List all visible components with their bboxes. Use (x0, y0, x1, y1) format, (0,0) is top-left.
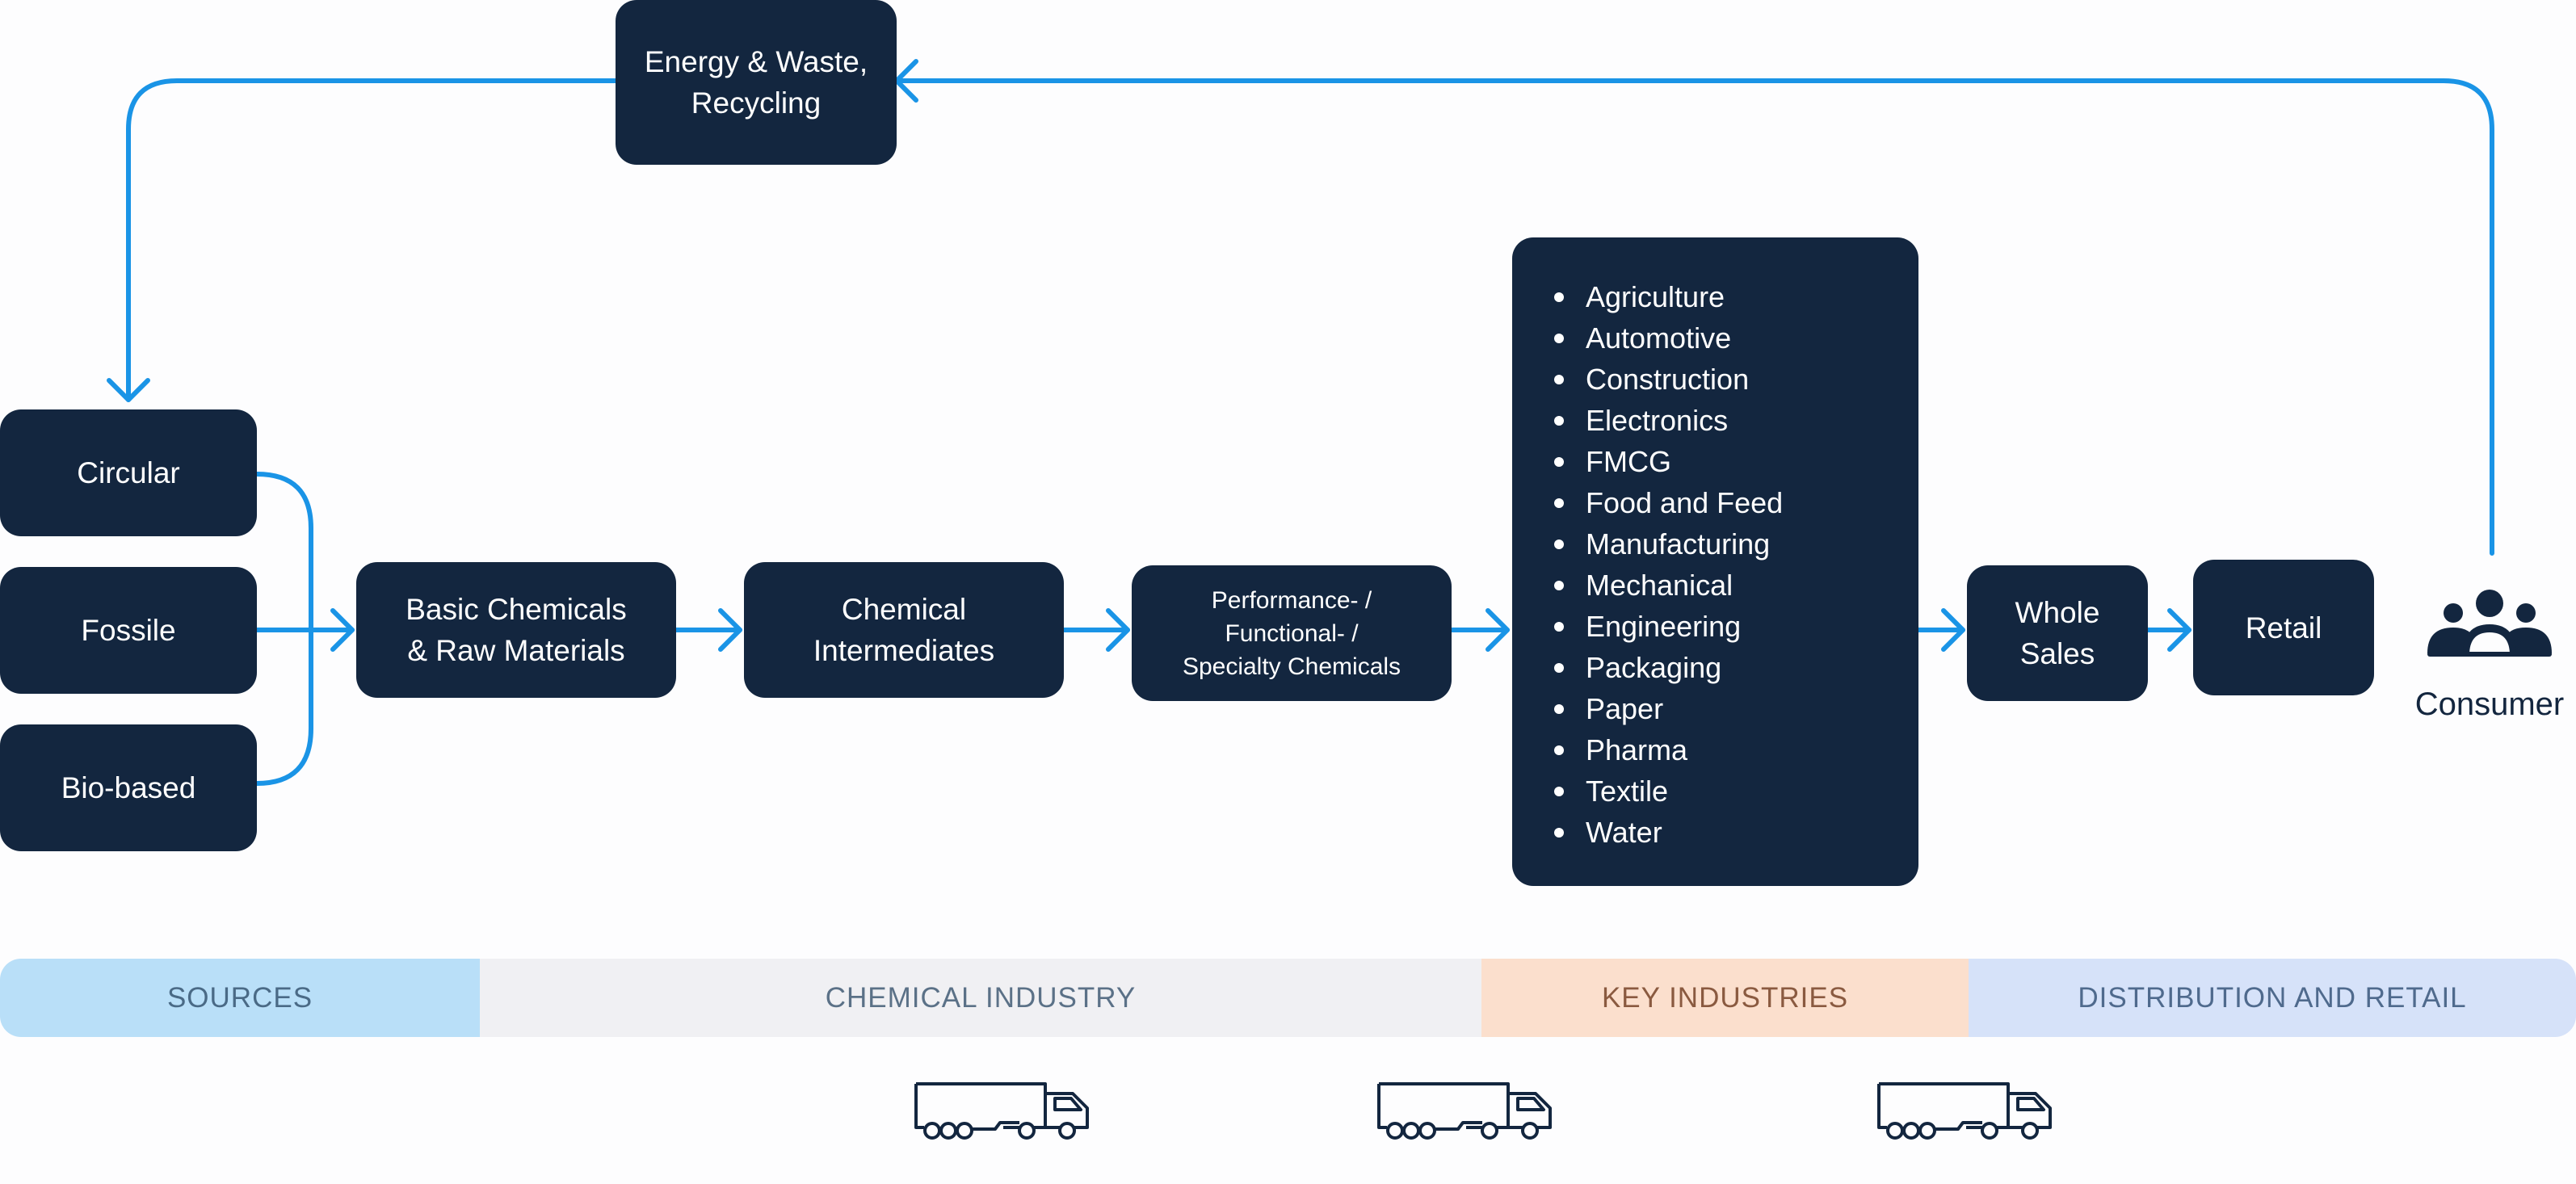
industry-item: Pharma (1554, 729, 1918, 770)
arrowhead-into-energy (894, 59, 918, 103)
truck-icon (914, 1082, 1089, 1140)
node-whole-sales: Whole Sales (1967, 565, 2148, 701)
industry-item: Textile (1554, 770, 1918, 812)
node-circular: Circular (0, 409, 257, 536)
truck-icon (1377, 1082, 1552, 1140)
people-group-icon (2427, 590, 2552, 657)
industry-item: Electronics (1554, 400, 1918, 441)
industry-item: Paper (1554, 688, 1918, 729)
industry-item: Automotive (1554, 317, 1918, 359)
consumer-group: Consumer (2403, 586, 2576, 731)
node-bio-based: Bio-based (0, 724, 257, 851)
arrowhead-into-circular (107, 378, 150, 402)
industry-item: Engineering (1554, 606, 1918, 647)
arrowhead-into-performance (1106, 608, 1130, 652)
node-basic-chemicals: Basic Chemicals & Raw Materials (356, 562, 676, 698)
consumer-label: Consumer (2414, 686, 2565, 722)
industry-item: Packaging (1554, 647, 1918, 688)
industry-item: Agriculture (1554, 276, 1918, 317)
node-specialty-chemicals: Performance- / Functional- / Specialty C… (1132, 565, 1452, 701)
industry-item: Construction (1554, 359, 1918, 400)
band-key-industries: KEY INDUSTRIES (1481, 959, 1969, 1037)
industry-item: Food and Feed (1554, 482, 1918, 523)
band-distribution-retail: DISTRIBUTION AND RETAIL (1969, 959, 2576, 1037)
arrowhead-into-industries (1486, 608, 1510, 652)
industry-item: Mechanical (1554, 565, 1918, 606)
node-retail: Retail (2193, 560, 2374, 695)
node-chemical-intermediates: Chemical Intermediates (744, 562, 1064, 698)
loop-energy-to-circular (126, 78, 618, 402)
arrowhead-into-retail (2167, 608, 2191, 652)
truck-icon (1877, 1082, 2052, 1140)
loop-consumer-to-energy (894, 78, 2494, 556)
arrowhead-into-intermediates (718, 608, 742, 652)
industry-item: Water (1554, 812, 1918, 853)
node-fossile: Fossile (0, 567, 257, 694)
band-chemical-industry: CHEMICAL INDUSTRY (480, 959, 1481, 1037)
industry-item: FMCG (1554, 441, 1918, 482)
band-sources: SOURCES (0, 959, 480, 1037)
node-energy-waste-recycling: Energy & Waste, Recycling (616, 0, 897, 165)
industry-item: Manufacturing (1554, 523, 1918, 565)
sources-bracket (254, 472, 313, 786)
arrowhead-into-wholesales (1941, 608, 1965, 652)
arrowhead-into-basic (330, 608, 355, 652)
